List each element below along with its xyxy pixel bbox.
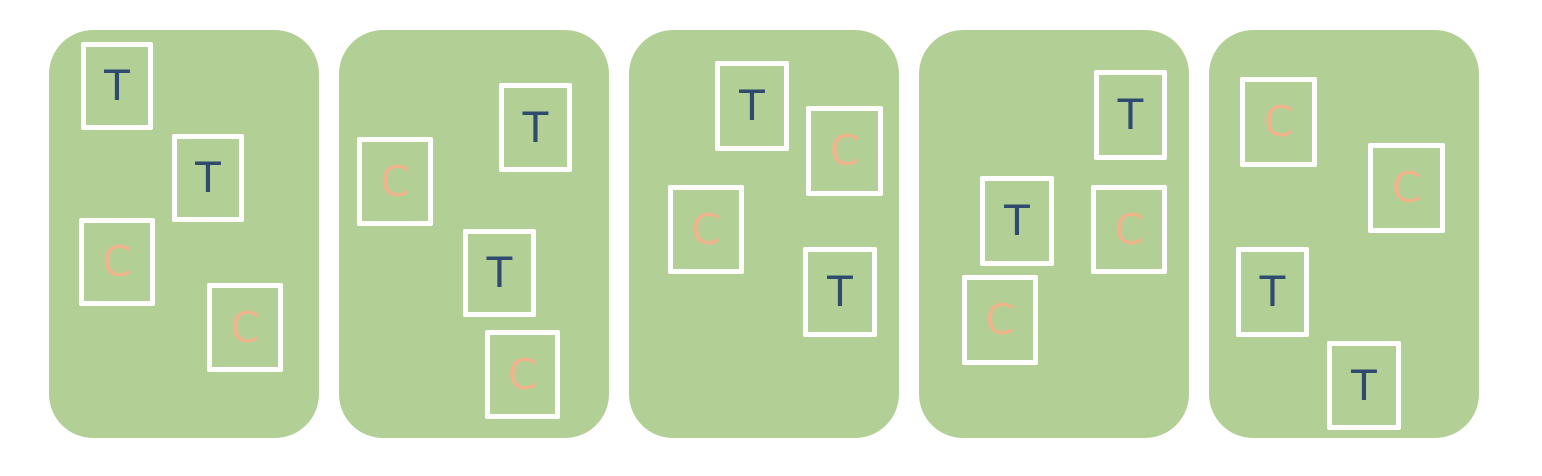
panel-3: T C C T (629, 30, 899, 438)
panel-4: T T C C (919, 30, 1189, 438)
panel-5: C C T T (1209, 30, 1479, 438)
letter-tile: C (485, 330, 560, 419)
letter-tile: C (1091, 185, 1167, 274)
letter-tile: C (357, 137, 433, 226)
letter-tile: C (962, 275, 1038, 365)
letter-tile: T (803, 247, 877, 337)
letter-tile: T (81, 42, 153, 130)
letter-tile: T (1327, 341, 1401, 430)
letter-tile: C (79, 218, 155, 306)
letter-tile: C (207, 283, 283, 372)
letter-tile: C (806, 106, 883, 196)
letter-tile: T (715, 61, 789, 151)
letter-tile: C (1240, 77, 1317, 167)
letter-tile: C (668, 185, 744, 274)
letter-tile: T (980, 176, 1054, 266)
letter-tile: T (172, 134, 244, 222)
letter-tile: T (1236, 247, 1309, 337)
letter-tile: T (499, 83, 572, 172)
letter-tile: T (463, 229, 536, 317)
panel-1: T T C C (49, 30, 319, 438)
panel-2: T C T C (339, 30, 609, 438)
letter-tile: T (1094, 70, 1167, 160)
letter-tile: C (1368, 143, 1445, 233)
